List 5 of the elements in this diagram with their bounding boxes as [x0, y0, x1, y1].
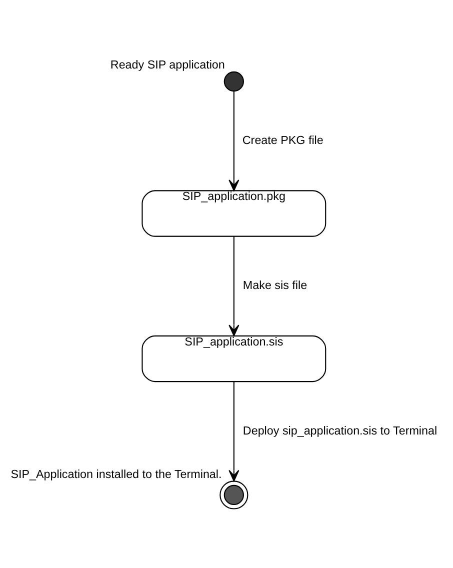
node-label: SIP_Application installed to the Terminal.: [10, 468, 222, 481]
node-label: Ready SIP application: [110, 58, 225, 72]
edge-label: Create PKG file: [242, 134, 324, 147]
edge-label: Deploy sip_application.sis to Terminal: [242, 424, 438, 438]
edge-label: Make sis file: [242, 279, 308, 292]
